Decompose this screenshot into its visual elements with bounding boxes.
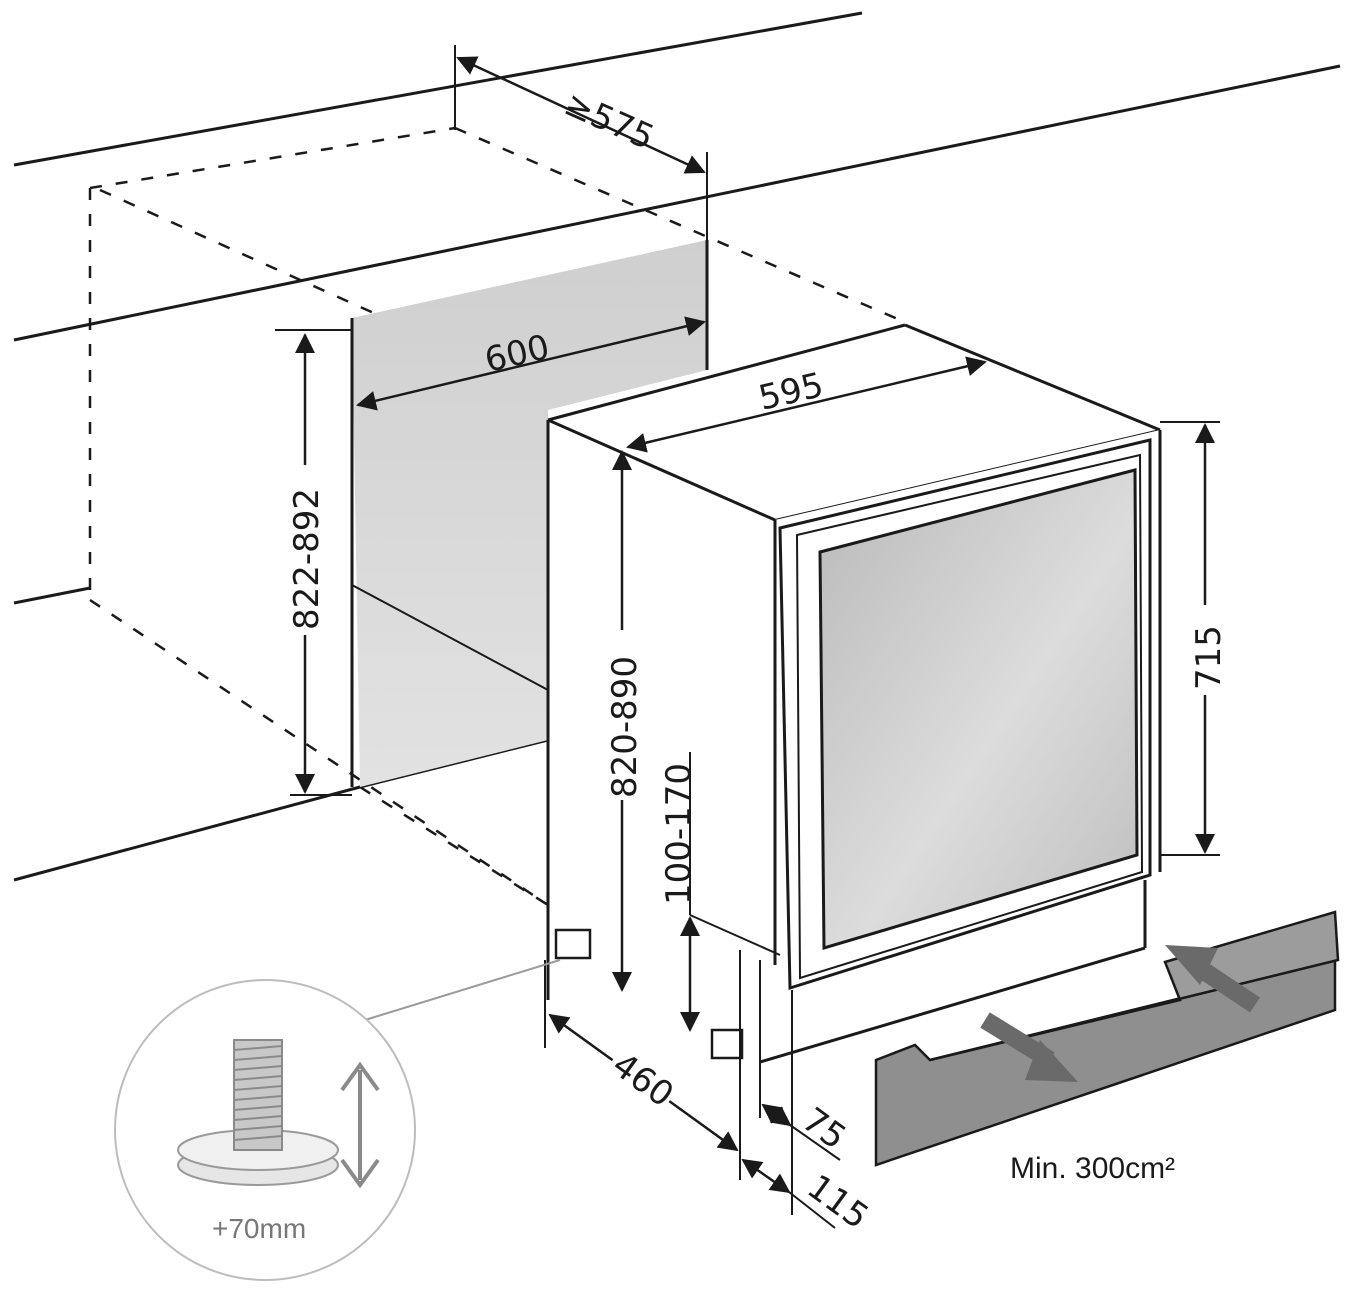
label-unit-height: 820-890: [605, 656, 645, 798]
plinth-grille: [874, 910, 1340, 1167]
height-adjust-arrow-icon: [340, 1061, 380, 1189]
dim-unit-height: 820-890: [604, 450, 645, 992]
airflow-out-arrow: [980, 1012, 1078, 1082]
label-door-height: 715: [1189, 625, 1229, 690]
label-vent-min: Min. 300cm²: [1010, 1152, 1175, 1185]
label-niche-depth: ≥575: [558, 84, 660, 159]
label-plinth-height: 100-170: [659, 763, 699, 905]
dim-door-height: 715: [1160, 421, 1229, 856]
label-plinth-offset: 115: [800, 1167, 876, 1238]
dim-niche-height: 822-892: [275, 329, 352, 796]
dim-plinth-offset: 115: [741, 1158, 876, 1238]
foot-detail-callout: +70mm: [114, 959, 561, 1281]
dim-plinth-height: 100-170: [659, 752, 700, 1032]
airflow-in-arrow: [1165, 945, 1260, 1013]
label-foot-adjust: +70mm: [212, 1213, 306, 1244]
label-niche-height: 822-892: [287, 488, 327, 630]
label-door-offset: 75: [795, 1100, 854, 1158]
dim-niche-depth: ≥575: [454, 45, 708, 240]
niche-back-wall: [350, 240, 709, 787]
